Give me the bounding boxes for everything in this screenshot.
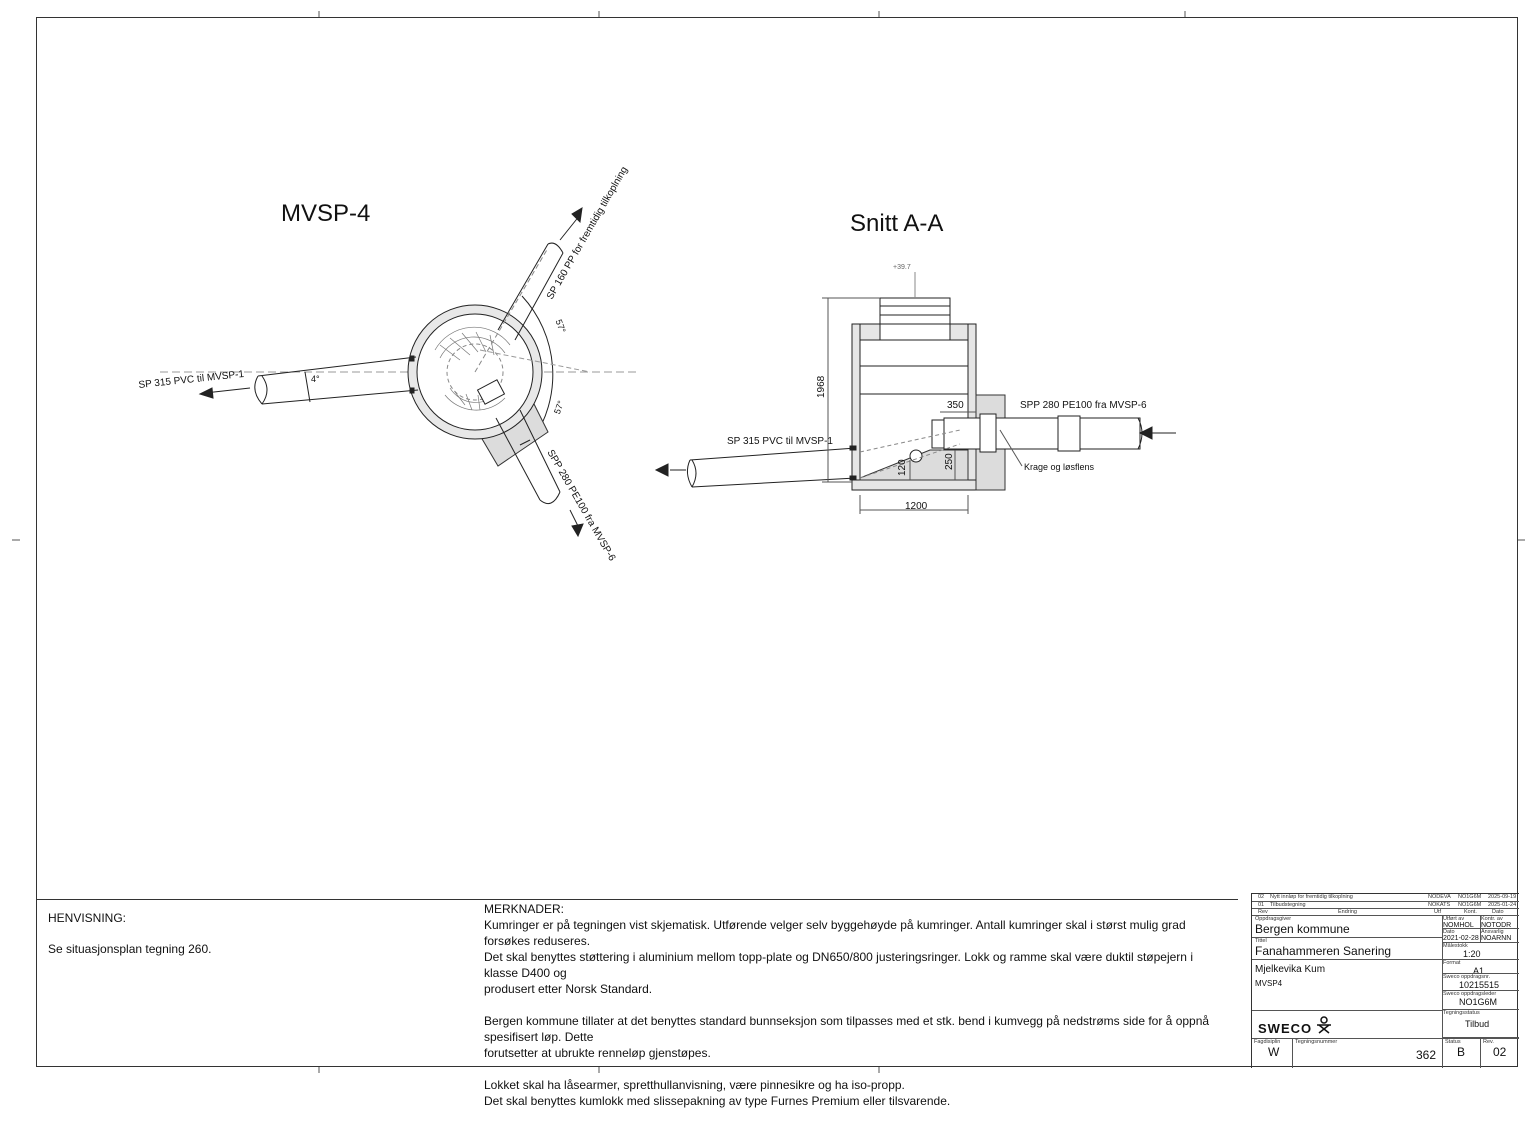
section-dim-120: 120 <box>897 459 908 476</box>
section-view <box>654 272 1176 514</box>
subtitle-1: Mjelkevika Kum <box>1255 964 1326 975</box>
reference-text: Se situasjonsplan tegning 260. <box>48 942 212 956</box>
manhole-steps <box>434 326 511 411</box>
drawing-canvas <box>12 11 1525 1073</box>
sweco-logo-icon <box>1317 1016 1331 1034</box>
notes-heading: MERKNADER: <box>484 902 565 916</box>
section-outlet-arrow-head <box>654 463 669 477</box>
section-inlet-pipe <box>931 413 1143 453</box>
notes-paragraph-3: Lokket skal ha låsearmer, spretthullanvi… <box>484 1077 1224 1109</box>
base-slab <box>851 479 977 491</box>
section-inlet-arrow-head <box>1138 426 1153 440</box>
section-lid <box>879 297 951 325</box>
frame-ticks <box>12 11 1525 1073</box>
reference-heading: HENVISNING: <box>48 911 127 925</box>
future-arrow-head <box>571 207 583 224</box>
subtitle-2: MVSP4 <box>1255 979 1283 988</box>
title-cell: Tittel Fanahammeren Sanering <box>1252 938 1442 960</box>
future-pipe <box>474 242 564 373</box>
outlet-arrow-head <box>198 387 214 399</box>
notes-area <box>36 899 1238 1068</box>
top-slab <box>851 323 977 341</box>
section-outlet-label: SP 315 PVC til MVSP-1 <box>727 436 833 447</box>
plan-view <box>160 207 640 538</box>
title-block: 02 Nytt innløp for fremtidig tilkoplning… <box>1251 893 1519 1068</box>
notes-block: MERKNADER: Kumringer er på tegningen vis… <box>484 901 1224 1125</box>
revision-header: Rev Endring Utf Kont. Dato <box>1252 909 1519 916</box>
logo-cell: SWECO <box>1252 1010 1442 1038</box>
subtitle-cell: Mjelkevika Kum MVSP4 <box>1252 964 1442 1004</box>
section-elevation: +39.7 <box>893 264 911 271</box>
inlet-pipe <box>476 379 561 505</box>
made-by-cell: Utført av NOMHOL <box>1442 916 1480 929</box>
collar-leader <box>999 429 1023 467</box>
plan-dashed-chord <box>479 349 591 373</box>
date-cell: Dato 2021-02-28 <box>1442 929 1480 943</box>
notes-line: produsert etter Norsk Standard. <box>484 982 653 996</box>
right-wall <box>967 323 977 490</box>
notes-line: Det skal benyttes støttering i aluminium… <box>484 950 1193 980</box>
left-wall <box>851 323 861 490</box>
client-cell: Oppdragsgiver Bergen kommune <box>1252 916 1442 938</box>
notes-paragraph-2: Bergen kommune tillater at det benyttes … <box>484 1013 1224 1061</box>
notes-line: Kumringer er på tegningen vist skjematis… <box>484 918 1186 948</box>
responsible-cell: Ansvarlig NOARNN <box>1480 929 1519 943</box>
drawing-status-cell: Tegningsstatus Tilbud <box>1442 1010 1519 1038</box>
section-outlet-pipe <box>686 445 857 488</box>
outlet-pipe <box>254 355 419 405</box>
sweco-logo: SWECO <box>1258 1021 1313 1036</box>
section-dim-350: 350 <box>947 400 964 411</box>
inner-dashed-circle <box>446 343 504 401</box>
format-cell: Format A1 <box>1442 960 1519 974</box>
notes-paragraph-1: Kumringer er på tegningen vist skjematis… <box>484 917 1224 997</box>
revision-row: 01 Tilbudstegning NOKATS NO1G6M 2025-01-… <box>1252 902 1519 909</box>
project-manager-cell: Sweco oppdragsleder NO1G6M <box>1442 991 1519 1010</box>
drawing-number-cell: Tegningsnummer 362 <box>1292 1038 1442 1068</box>
section-view-title: Snitt A-A <box>850 210 944 237</box>
notes-line: Lokket skal ha låsearmer, spretthullanvi… <box>484 1078 905 1092</box>
revision-cell: Rev. 02 <box>1480 1038 1519 1068</box>
revision-row: 02 Nytt innløp for fremtidig tilkoplning… <box>1252 894 1519 902</box>
scale-cell: Målestokk 1:20 <box>1442 943 1519 960</box>
section-dim-250: 250 <box>944 453 955 470</box>
plan-view-title: MVSP-4 <box>281 200 371 227</box>
plan-angle-outlet: 4° <box>311 374 320 384</box>
section-height-dim: 1968 <box>816 375 827 398</box>
status-cell: Status B <box>1442 1038 1480 1068</box>
notes-line: forutsetter at ubrukte renneløp gjenstøp… <box>484 1046 711 1060</box>
section-collar-label: Krage og løsflens <box>1024 462 1095 472</box>
checked-cell: Kontr. av NOTODR <box>1480 916 1519 929</box>
discipline-cell: Fagdisiplin W <box>1252 1038 1292 1068</box>
notes-line: Bergen kommune tillater at det benyttes … <box>484 1014 1210 1044</box>
section-width-dim: 1200 <box>905 501 928 512</box>
notes-line: Det skal benyttes kumlokk med slissepakn… <box>484 1094 951 1108</box>
section-inlet-label: SPP 280 PE100 fra MVSP-6 <box>1020 400 1147 411</box>
project-no-cell: Sweco oppdragsnr. 10215515 <box>1442 974 1519 991</box>
inlet-arrow-head <box>571 523 584 538</box>
drawing-frame <box>36 17 1518 1067</box>
benching-circle <box>909 449 923 463</box>
